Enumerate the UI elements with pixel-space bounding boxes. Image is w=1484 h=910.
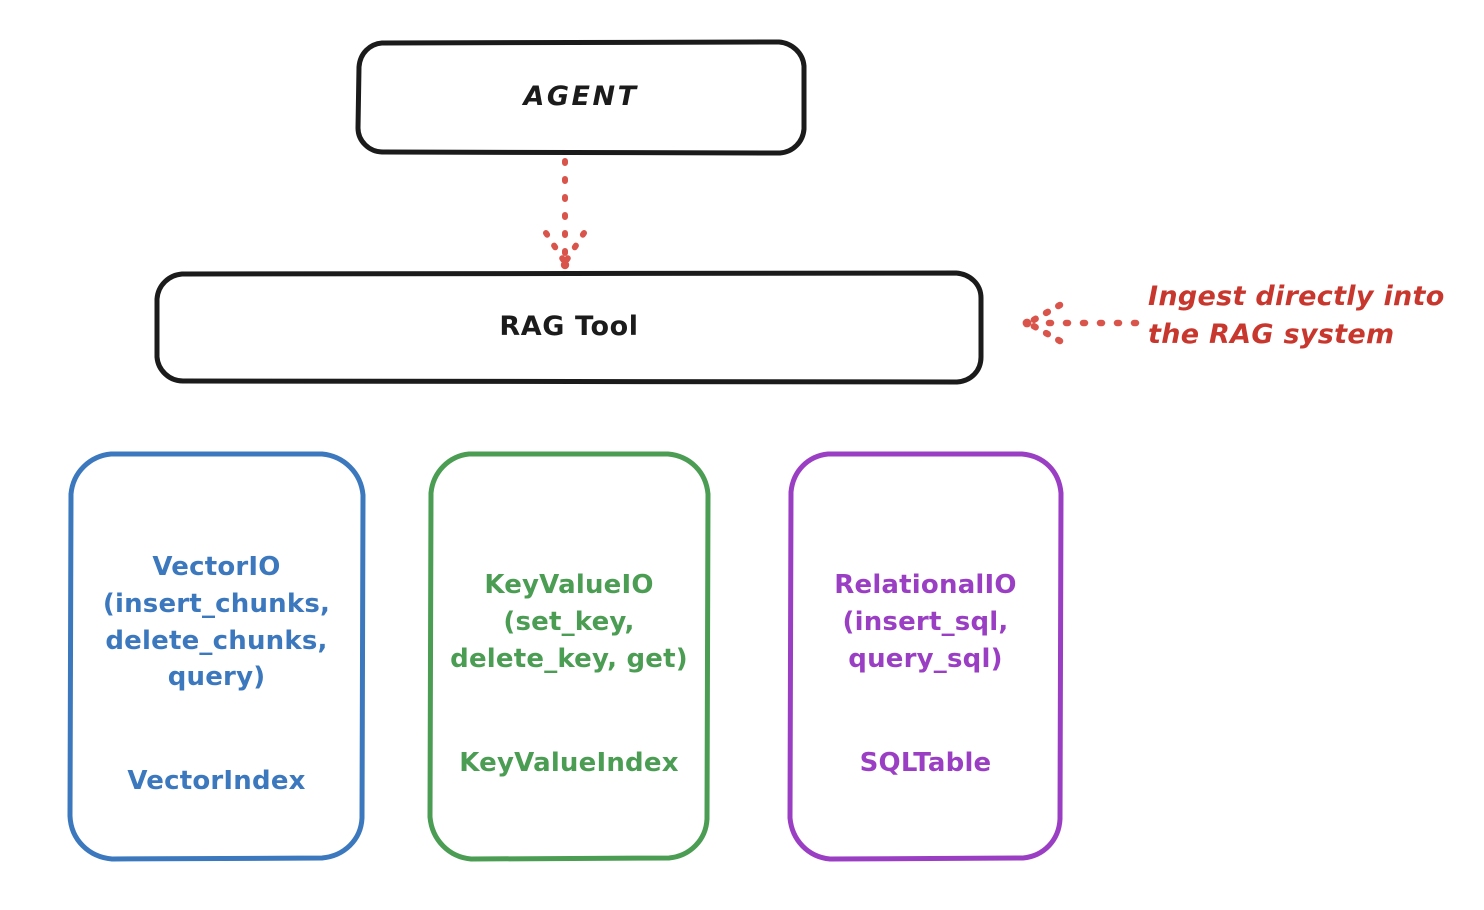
- dotted-down-arrow-icon: [543, 158, 587, 270]
- relational-io-text-block: RelationalIO (insert_sql, query_sql) SQL…: [828, 530, 1022, 781]
- vector-io-index-label: VectorIndex: [127, 766, 306, 797]
- key-value-io-spacer: [450, 678, 688, 708]
- annotation-ingest-note: Ingest directly into the RAG system: [1148, 281, 1445, 351]
- key-value-io-label: KeyValueIO (set_key, delete_key, get): [450, 570, 688, 674]
- node-rag-tool[interactable]: RAG Tool: [154, 270, 984, 385]
- key-value-io-index-label: KeyValueIndex: [459, 747, 679, 778]
- node-vector-io[interactable]: VectorIO (insert_chunks, delete_chunks, …: [67, 450, 366, 862]
- connector-ingest-into-rag: [1020, 296, 1142, 350]
- relational-io-label: RelationalIO (insert_sql, query_sql): [834, 570, 1017, 674]
- vector-io-text-block: VectorIO (insert_chunks, delete_chunks, …: [97, 512, 336, 800]
- agent-label: AGENT: [523, 81, 639, 113]
- node-relational-io[interactable]: RelationalIO (insert_sql, query_sql) SQL…: [787, 450, 1064, 862]
- node-key-value-io[interactable]: KeyValueIO (set_key, delete_key, get) Ke…: [427, 450, 711, 862]
- key-value-io-text-block: KeyValueIO (set_key, delete_key, get) Ke…: [444, 530, 694, 781]
- dotted-left-arrow-icon: [1022, 301, 1140, 345]
- node-agent[interactable]: AGENT: [355, 39, 807, 156]
- connector-agent-to-rag-tool: [520, 155, 610, 275]
- vector-io-label: VectorIO (insert_chunks, delete_chunks, …: [102, 551, 331, 693]
- vector-io-spacer: [103, 696, 330, 726]
- relational-io-index-label: SQLTable: [859, 747, 992, 778]
- rag-tool-label: RAG Tool: [499, 311, 639, 343]
- relational-io-spacer: [834, 678, 1016, 708]
